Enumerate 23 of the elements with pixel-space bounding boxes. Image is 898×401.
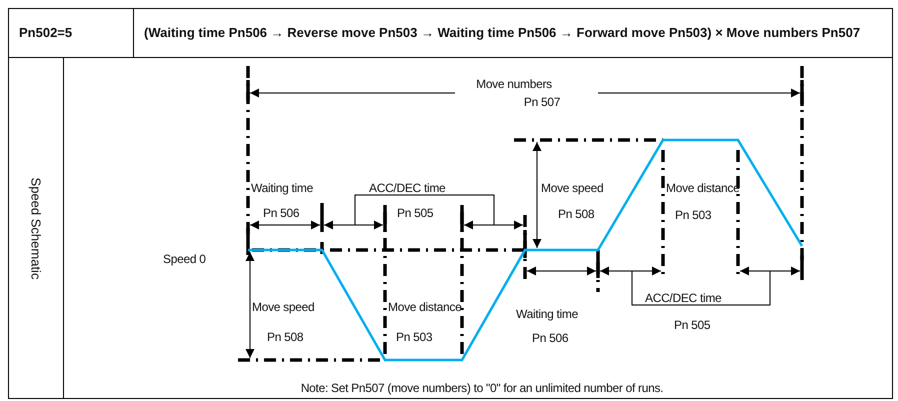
annotation-label: Waiting time [251,181,313,195]
annotation-label: Move distance [388,300,462,314]
annotation-label: Pn 503 [396,330,432,344]
parameter-setting: Pn502=5 [18,25,74,41]
sequence-formula: (Waiting time Pn506 → Reverse move Pn503 → Waiting time Pn506 → Forward move Pn503) × Move numbers Pn507 [143,25,862,41]
annotation-label: Waiting time [516,307,578,321]
annotation-label: Pn 506 [532,331,568,345]
row-header-label: Speed Schematic [28,177,44,279]
annotation-label: Pn 508 [558,207,594,221]
annotation-label: ACC/DEC time [645,291,722,305]
annotation-label: Pn 505 [397,206,434,220]
annotation-label: Speed 0 [163,252,206,266]
annotation-label: ACC/DEC time [369,181,446,195]
annotation-label: Pn 503 [675,208,712,222]
annotation-label: Pn 508 [267,330,304,344]
annotation-label: Pn 505 [674,318,710,332]
annotation-label: Pn 507 [524,95,560,109]
annotation-label: Move numbers [476,77,552,91]
annotation-label: Move speed [252,300,314,314]
annotation-label: Pn 506 [263,206,300,220]
annotation-label: Move distance [666,181,740,195]
note-text: Note: Set Pn507 (move numbers) to "0" for an unlimited number of runs. [300,381,664,395]
annotation-label: Move speed [541,181,604,195]
